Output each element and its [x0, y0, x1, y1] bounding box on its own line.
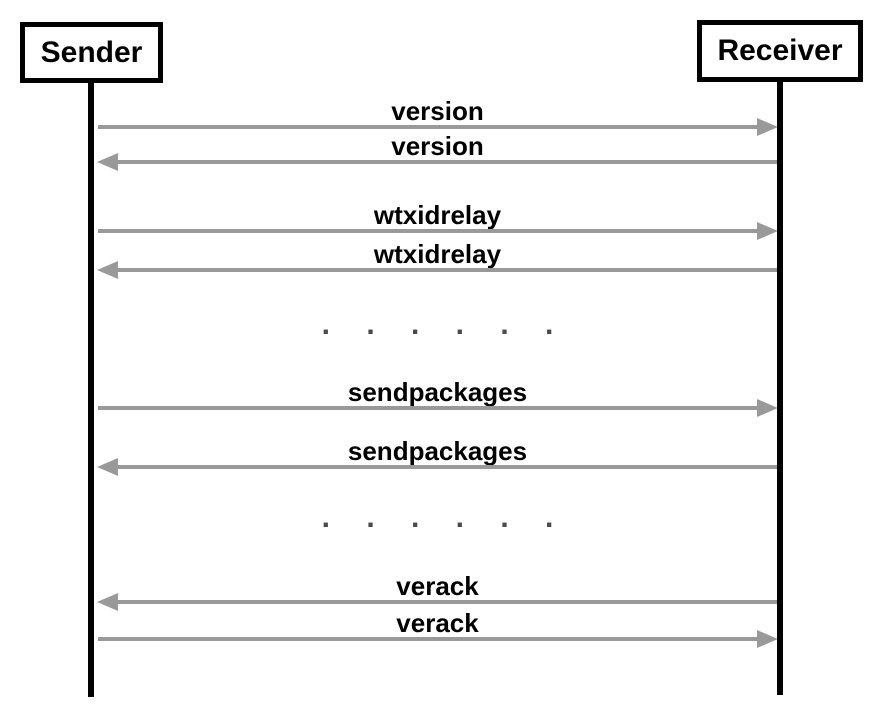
message-arrow-sendpackages-to-sender: sendpackages [97, 433, 778, 476]
arrow-line [105, 160, 778, 164]
message-arrow-sendpackages-to-receiver: sendpackages [97, 374, 778, 417]
message-label: verack [396, 571, 479, 601]
arrow-line [98, 637, 770, 641]
arrow-line [98, 229, 770, 233]
message-arrow-version-to-sender: version [97, 128, 778, 171]
arrow-head-right-icon [757, 399, 778, 417]
message-label: wtxidrelay [373, 200, 502, 230]
arrow-head-left-icon [97, 153, 118, 171]
message-label: version [391, 96, 484, 126]
arrow-head-right-icon [757, 630, 778, 648]
arrow-head-right-icon [757, 118, 778, 136]
actor-box-receiver: Receiver [697, 20, 863, 82]
arrow-line [105, 600, 778, 604]
ellipsis-separator: . . . . . . [321, 308, 568, 341]
actor-label-receiver: Receiver [717, 34, 843, 67]
arrow-head-left-icon [97, 458, 118, 476]
message-label: verack [396, 608, 479, 638]
actor-label-sender: Sender [40, 35, 143, 69]
arrow-line [105, 465, 778, 469]
message-arrow-verack-to-receiver: verack [97, 605, 778, 648]
message-label: sendpackages [347, 436, 528, 466]
lifeline-receiver [777, 79, 783, 695]
arrow-head-right-icon [757, 222, 778, 240]
message-label: version [391, 131, 484, 161]
message-label: wtxidrelay [373, 239, 502, 269]
message-arrow-verack-to-sender: verack [97, 568, 778, 611]
arrow-line [98, 125, 770, 129]
ellipsis-separator: . . . . . . [321, 501, 568, 534]
message-label: sendpackages [347, 377, 528, 407]
arrow-head-left-icon [97, 593, 118, 611]
arrow-line [98, 406, 770, 410]
arrow-line [105, 268, 778, 272]
actor-box-sender: Sender [20, 22, 163, 83]
arrow-head-left-icon [97, 261, 118, 279]
message-arrow-wtxidrelay-to-sender: wtxidrelay [97, 236, 778, 279]
lifeline-sender [88, 80, 94, 697]
message-arrow-version-to-receiver: version [97, 93, 778, 136]
message-arrow-wtxidrelay-to-receiver: wtxidrelay [97, 197, 778, 240]
